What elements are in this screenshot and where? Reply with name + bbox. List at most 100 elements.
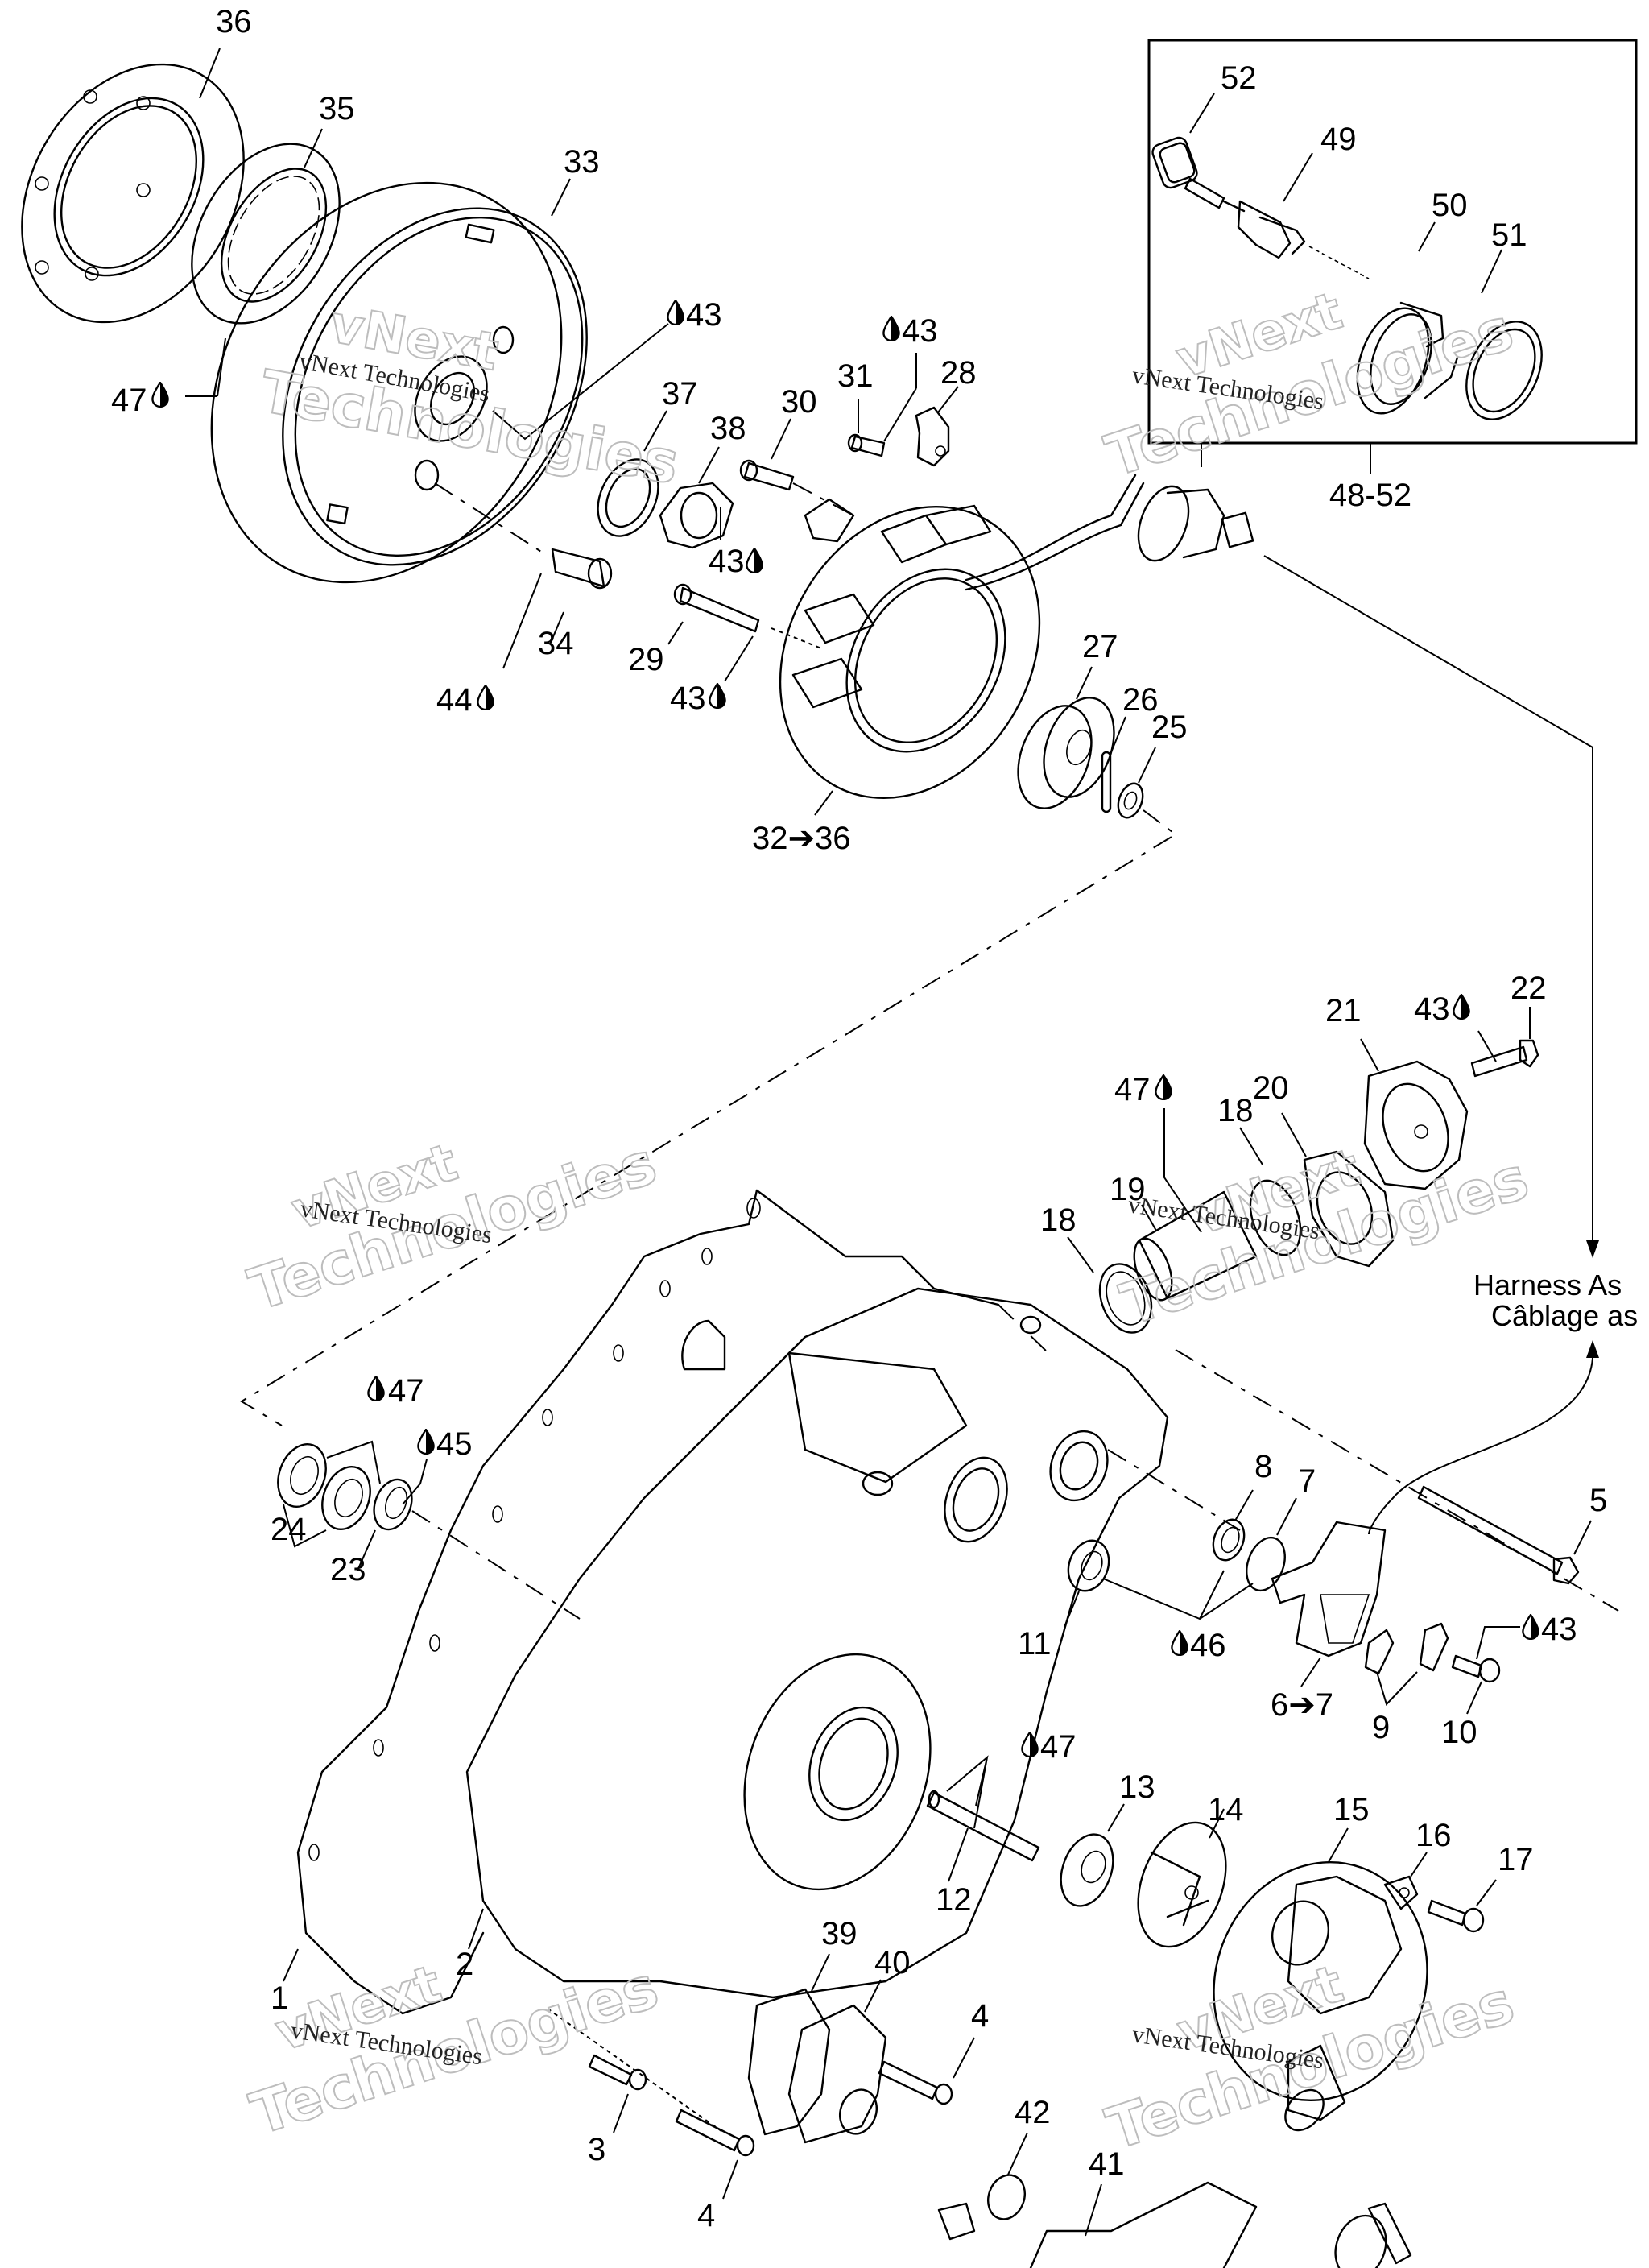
label-9: 9 [1372, 1710, 1390, 1745]
callout-box-connector-kit: 48-52 52 49 50 [1147, 39, 1638, 513]
oil-drop-icon [1453, 994, 1470, 1020]
lube-label-43-screw30: 43 [709, 544, 745, 579]
lube-label-43-bracket: 43 [902, 313, 938, 349]
oil-drop-icon [1155, 1074, 1172, 1100]
part-36-sprag-flange [21, 63, 245, 324]
part-19-sleeve [1133, 1190, 1258, 1302]
part-51-ring [1465, 321, 1543, 420]
part-20-gasket [1303, 1150, 1395, 1268]
part-41-hose [1029, 2181, 1258, 2268]
part-29-bolt [673, 583, 760, 633]
label-39: 39 [821, 1916, 858, 1951]
harness-note-line1: Harness As [1473, 1269, 1622, 1302]
oil-drop-icon [709, 683, 726, 709]
oil-drop-icon [477, 685, 494, 710]
part-24-bearings [277, 1443, 371, 1530]
part-38-nut [659, 482, 734, 549]
label-21: 21 [1325, 993, 1362, 1028]
label-38: 38 [710, 411, 746, 446]
part-25-washer [1117, 782, 1144, 819]
label-2: 2 [456, 1947, 473, 1982]
part-13-pump-seal [1060, 1833, 1114, 1907]
label-48-52: 48-52 [1329, 478, 1411, 513]
lube-label-47-flywheel: 47 [111, 383, 147, 418]
callout-box-frame [1147, 39, 1638, 445]
label-42: 42 [1015, 2095, 1051, 2130]
part-34-screw [551, 548, 613, 590]
label-34: 34 [538, 626, 574, 661]
oil-drop-icon [367, 1376, 385, 1401]
lube-label-43-flywheel: 43 [686, 297, 722, 333]
label-30: 30 [781, 384, 817, 420]
label-26: 26 [1122, 682, 1159, 718]
lube-label-47-shaft: 47 [1040, 1729, 1077, 1765]
part-40-housing [787, 2004, 887, 2144]
part-49-connector [1184, 177, 1306, 259]
label-32-36: 32➔36 [752, 821, 851, 856]
part-21-thermostat-cover [1363, 1060, 1469, 1190]
part-18-seal-upper [1249, 1179, 1302, 1256]
part-42-clamp [937, 2174, 1026, 2241]
part-26-pin [1101, 751, 1112, 813]
oil-drop-icon [667, 300, 684, 325]
label-18-lower: 18 [1040, 1202, 1077, 1238]
part-18-seal-lower [1098, 1263, 1153, 1334]
lube-label-47-sleeve: 47 [1114, 1072, 1151, 1107]
oil-drop-icon [151, 382, 169, 408]
lube-label-47-bearings: 47 [388, 1373, 424, 1409]
lube-label-43-bolt29: 43 [670, 681, 706, 716]
arrow-up-icon [1586, 1340, 1599, 1358]
part-hose-clamp-right [1334, 2202, 1412, 2268]
label-50: 50 [1432, 188, 1468, 223]
part-7-o-ring [1246, 1536, 1286, 1592]
watermark-gasket: vNext Technologies [240, 1128, 664, 1325]
label-8: 8 [1254, 1449, 1272, 1484]
oil-drop-icon [1522, 1614, 1539, 1640]
part-32-stator [779, 474, 1145, 800]
part-9-shims [1364, 1622, 1449, 1675]
part-5-long-bolt [1417, 1485, 1580, 1585]
label-23: 23 [330, 1552, 366, 1587]
watermark-connector: vNext Technologies [1097, 280, 1521, 490]
lube-label-43-bolt10: 43 [1541, 1612, 1577, 1647]
part-3-bolt [588, 2054, 647, 2091]
label-16: 16 [1415, 1818, 1452, 1853]
label-36: 36 [216, 4, 252, 39]
label-11: 11 [1018, 1626, 1052, 1662]
label-17: 17 [1498, 1842, 1534, 1877]
label-22: 22 [1511, 971, 1547, 1006]
part-33-flywheel [210, 181, 588, 584]
watermark-bottom-left: vNext Technologies [242, 1952, 667, 2149]
watermark-flywheel: vNext Technologies vNext Technologies [254, 294, 684, 498]
part-35-sprag-clutch [191, 143, 341, 325]
label-6-7: 6➔7 [1271, 1687, 1333, 1723]
label-4-lower: 4 [697, 2198, 715, 2233]
label-35: 35 [319, 91, 355, 126]
part-harness-connector [1137, 485, 1254, 562]
part-10-bolt [1451, 1654, 1501, 1683]
label-25: 25 [1151, 710, 1188, 745]
label-19: 19 [1110, 1172, 1146, 1207]
label-3: 3 [588, 2132, 605, 2167]
part-6-position-sensor [1271, 1521, 1387, 1658]
label-5: 5 [1589, 1483, 1607, 1518]
part-16-o-ring [1383, 1875, 1419, 1910]
label-41: 41 [1089, 2146, 1125, 2182]
part-50-housing [1356, 301, 1459, 415]
label-10: 10 [1441, 1715, 1477, 1750]
part-14-impeller [1137, 1821, 1227, 1948]
lube-label-45: 45 [436, 1426, 473, 1462]
label-24: 24 [271, 1512, 307, 1547]
oil-drop-icon [417, 1429, 435, 1455]
arrow-down-icon [1586, 1240, 1599, 1258]
part-52-seal [1151, 136, 1198, 189]
label-28: 28 [940, 355, 977, 391]
lube-label-46: 46 [1190, 1628, 1226, 1663]
part-1-gasket [296, 1189, 1000, 2015]
part-22-bolt [1470, 1039, 1539, 1078]
lube-label-44: 44 [436, 682, 473, 718]
label-52: 52 [1221, 60, 1257, 96]
part-17-bolt [1427, 1899, 1485, 1933]
part-4-bolt-lower [675, 2109, 755, 2157]
part-11-seal [1067, 1539, 1110, 1592]
